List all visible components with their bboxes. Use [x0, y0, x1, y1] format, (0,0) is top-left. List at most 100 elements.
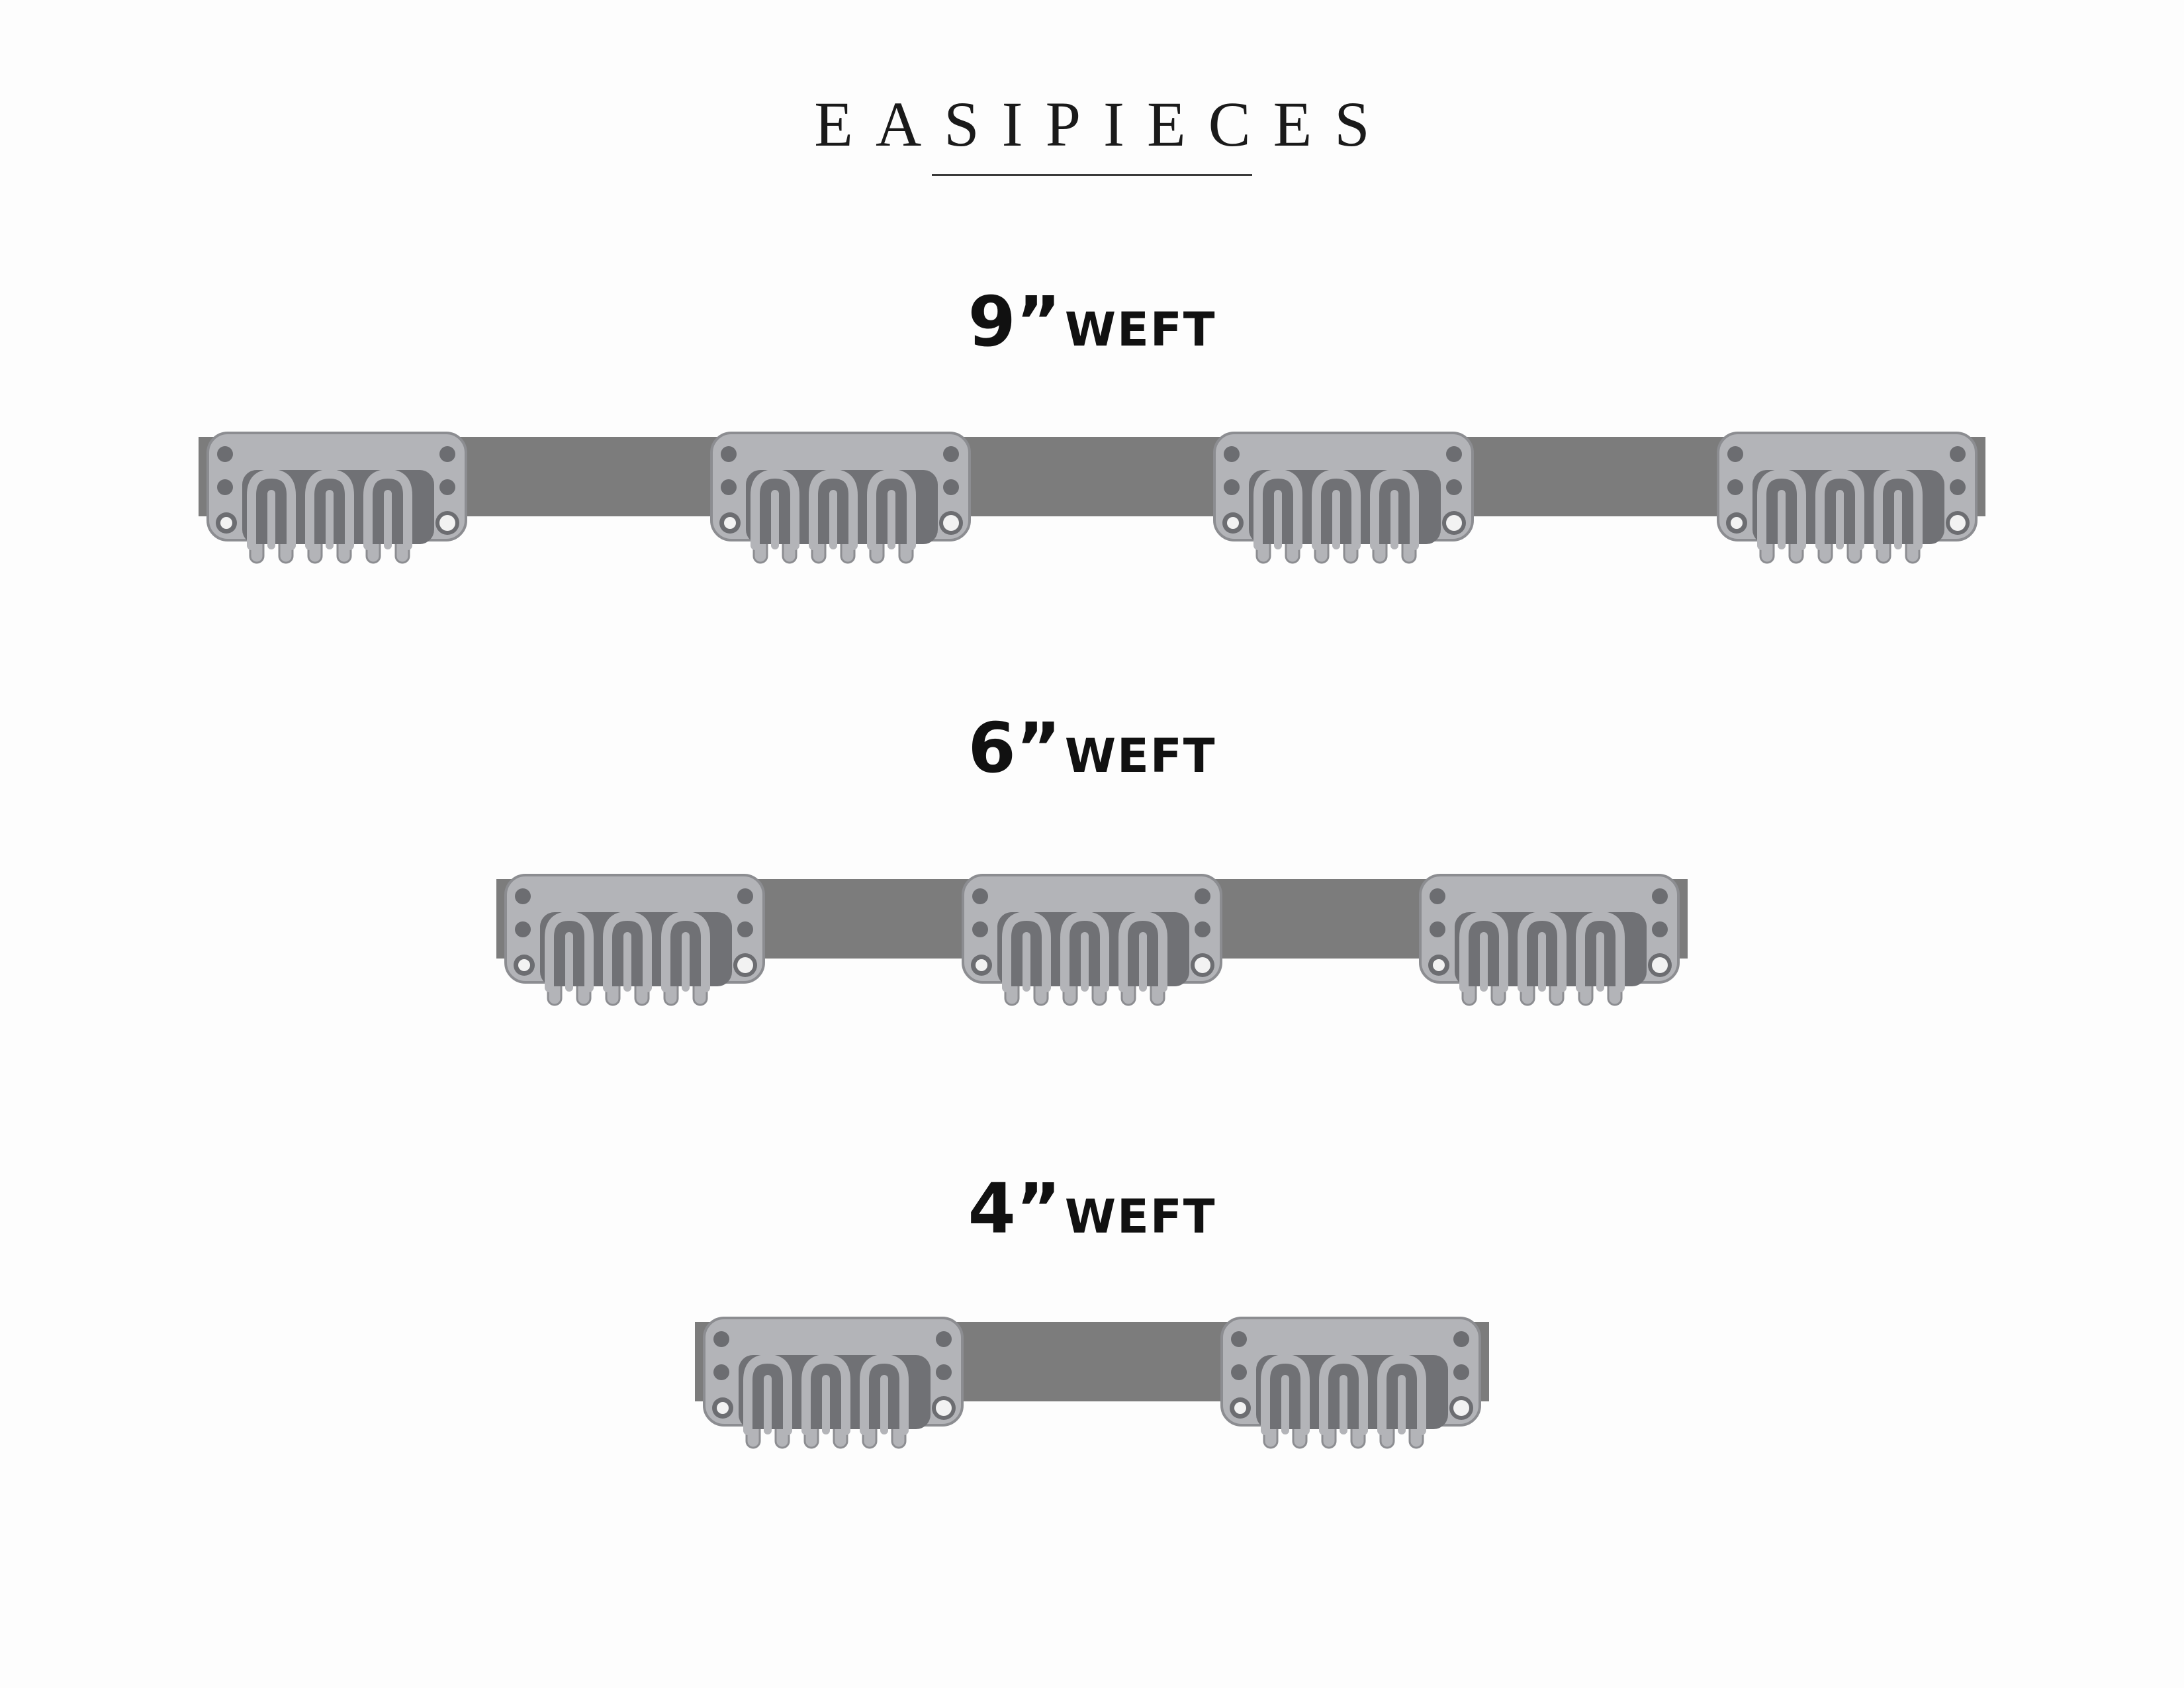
clip-dot	[972, 888, 988, 904]
clip-prong	[661, 911, 710, 992]
clip-dot	[1231, 1331, 1247, 1347]
clip-prong	[363, 469, 412, 550]
clip-prong	[1576, 911, 1625, 992]
clip-dot	[1950, 446, 1966, 462]
snap-clip-icon	[205, 430, 469, 564]
clip-dot	[515, 888, 531, 904]
clip-prong	[743, 1354, 792, 1435]
brand-title: EASIPIECES	[814, 89, 1392, 160]
heading-size-number: 9”	[968, 281, 1062, 362]
clip-prong	[1002, 911, 1051, 992]
clip-dot	[1950, 479, 1966, 495]
heading-size-unit: WEFT	[1064, 1190, 1216, 1244]
clip-hole-left	[723, 517, 736, 529]
clip-prong	[750, 469, 799, 550]
heading-size-number: 4”	[968, 1168, 1062, 1249]
heading-size-number: 6”	[968, 708, 1062, 788]
clip-prong	[1253, 469, 1303, 550]
snap-clip-icon	[503, 872, 766, 1006]
clip-hole-left	[976, 959, 987, 971]
clip-dot	[1652, 921, 1668, 937]
clip-dot	[737, 921, 753, 937]
clip-hole-right	[1652, 957, 1668, 973]
clip-hole-right	[1446, 515, 1463, 531]
clip-dot	[1446, 446, 1463, 462]
clip-dot	[737, 888, 753, 904]
clip-dot	[720, 479, 737, 495]
clip-hole-left	[1227, 517, 1240, 529]
clip-dot	[942, 479, 959, 495]
clip-dot	[713, 1364, 729, 1380]
clip-prong	[860, 1354, 909, 1435]
weft-6-inch	[496, 872, 1688, 1011]
clip-prong	[545, 911, 594, 992]
clip-hole-left	[1234, 1402, 1246, 1414]
clip-dot	[713, 1331, 729, 1347]
clip-prong	[1319, 1354, 1368, 1435]
clip-dot	[936, 1364, 952, 1380]
clip-hole-right	[1195, 957, 1210, 973]
clip-hole-right	[1950, 515, 1966, 531]
heading-9-inch-weft: 9” WEFT	[0, 281, 2184, 362]
clip-hole-left	[220, 517, 232, 529]
brand-underline	[932, 174, 1252, 176]
clip-prong	[305, 469, 354, 550]
snap-clip-icon	[1418, 872, 1681, 1006]
clip-hole-right	[1453, 1400, 1469, 1416]
clip-dot	[1727, 479, 1743, 495]
weft-band	[199, 437, 1985, 516]
heading-size-unit: WEFT	[1064, 729, 1216, 783]
clip-prong	[1312, 469, 1361, 550]
snap-clip-icon	[960, 872, 1224, 1006]
snap-clip-icon	[1219, 1315, 1482, 1449]
heading-size-unit: WEFT	[1064, 303, 1216, 357]
clip-prong	[1118, 911, 1167, 992]
clip-dot	[1195, 888, 1210, 904]
clip-dot	[1231, 1364, 1247, 1380]
clip-prong	[1370, 469, 1420, 550]
clip-prong	[1060, 911, 1109, 992]
clip-hole-left	[1433, 959, 1445, 971]
clip-hole-right	[936, 1400, 952, 1416]
clip-prong	[808, 469, 858, 550]
clip-dot	[1453, 1364, 1469, 1380]
clip-prong	[1377, 1354, 1426, 1435]
clip-hole-right	[942, 515, 959, 531]
clip-prong	[603, 911, 652, 992]
clip-dot	[972, 921, 988, 937]
clip-dot	[217, 446, 233, 462]
clip-dot	[1195, 921, 1210, 937]
clip-hole-left	[1731, 517, 1743, 529]
clip-dot	[720, 446, 737, 462]
clip-dot	[439, 479, 455, 495]
clip-prong	[866, 469, 916, 550]
clip-dot	[1453, 1331, 1469, 1347]
clip-prong	[801, 1354, 850, 1435]
clip-dot	[936, 1331, 952, 1347]
clip-prong	[1261, 1354, 1310, 1435]
clip-dot	[1430, 921, 1445, 937]
clip-dot	[1430, 888, 1445, 904]
snap-clip-icon	[1715, 430, 1979, 564]
clip-prong	[1815, 469, 1864, 550]
weft-4-inch	[695, 1315, 1489, 1454]
clip-prong	[247, 469, 296, 550]
clip-prong	[1459, 911, 1508, 992]
clip-hole-right	[737, 957, 753, 973]
clip-hole-left	[518, 959, 530, 971]
clip-prong	[1757, 469, 1806, 550]
clip-dot	[1224, 479, 1240, 495]
clip-dot	[1727, 446, 1743, 462]
clip-dot	[942, 446, 959, 462]
clip-dot	[515, 921, 531, 937]
clip-dot	[439, 446, 455, 462]
heading-4-inch-weft: 4” WEFT	[0, 1168, 2184, 1249]
snap-clip-icon	[702, 1315, 965, 1449]
clip-hole-left	[717, 1402, 729, 1414]
weft-9-inch	[199, 430, 1985, 569]
heading-6-inch-weft: 6” WEFT	[0, 708, 2184, 788]
clip-hole-right	[439, 515, 455, 531]
clip-dot	[217, 479, 233, 495]
clip-dot	[1446, 479, 1463, 495]
